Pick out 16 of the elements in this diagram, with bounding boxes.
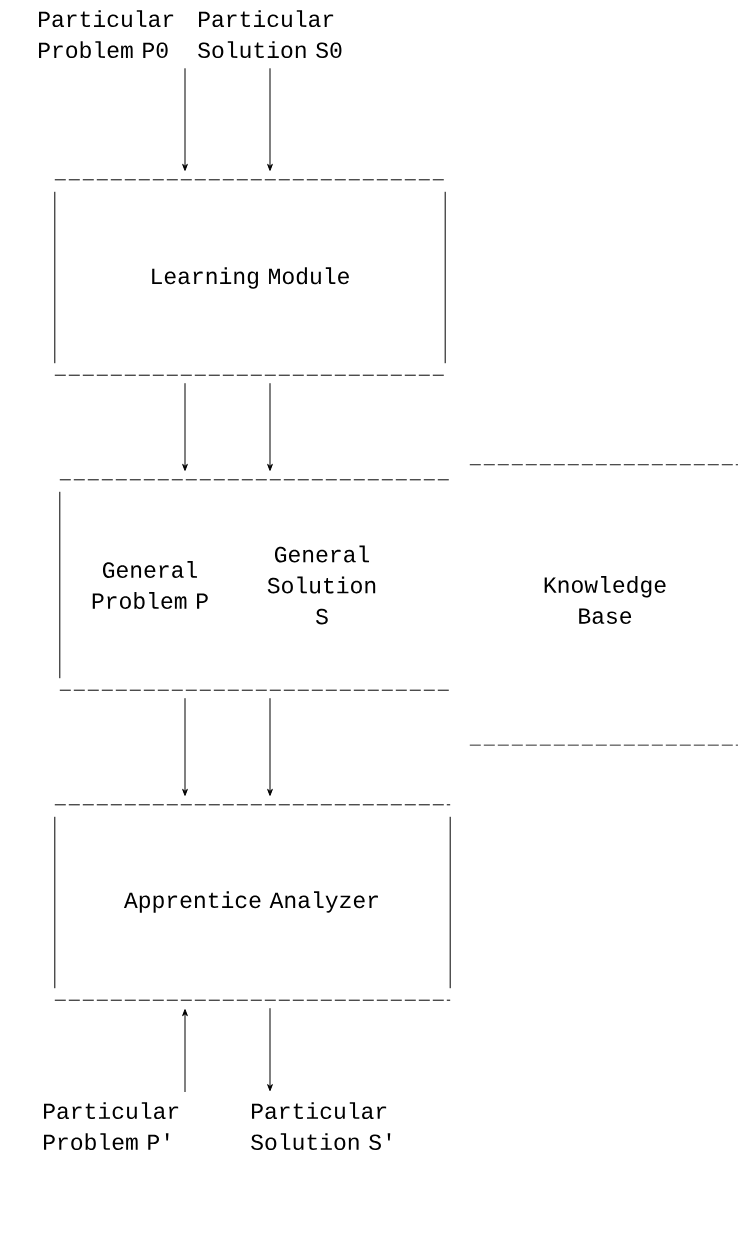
text-label: Particular Problem P' (44, 1102, 179, 1151)
text-label: Particular Solution S0 (198, 10, 342, 59)
text-label: Particular Problem P0 (39, 10, 174, 59)
arrow (267, 1007, 273, 1092)
arrow (182, 382, 188, 471)
arrow (182, 697, 188, 796)
process-box: General Problem P General Solution S (59, 479, 451, 691)
arrow (267, 697, 273, 796)
process-box: Knowledge Base (469, 464, 738, 746)
arrow (182, 67, 188, 171)
arrow (182, 1009, 188, 1093)
text-label: Particular Solution S' (251, 1102, 391, 1151)
process-box: Apprentice Analyzer (54, 804, 451, 1001)
arrow (267, 382, 273, 471)
process-box: Learning Module (54, 179, 446, 376)
arrow (267, 67, 273, 171)
